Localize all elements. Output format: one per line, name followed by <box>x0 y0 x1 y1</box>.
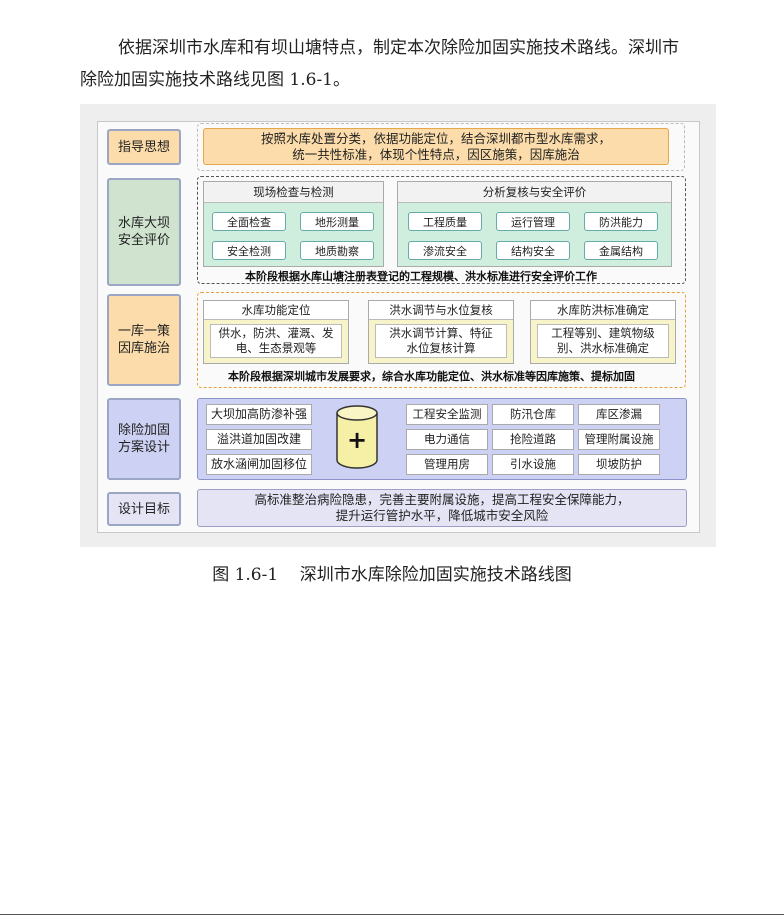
safety-group-analysis-title: 分析复核与安全评价 <box>398 182 671 203</box>
policy-box-title: 水库防洪标准确定 <box>531 301 675 320</box>
design-grid-item: 工程安全监测 <box>406 404 488 425</box>
safety-item: 安全检测 <box>212 241 286 260</box>
target-label: 设计目标 <box>107 492 181 526</box>
safety-note: 本阶段根据水库山塘注册表登记的工程规模、洪水标准进行安全评价工作 <box>245 270 597 283</box>
guiding-dash-frame <box>197 123 685 171</box>
policy-box-line: 别、洪水标准确定 <box>557 341 649 355</box>
design-grid-item: 管理附属设施 <box>578 429 660 450</box>
safety-group-inspection: 现场检查与检测 全面检查 地形测量 安全检测 地质勘察 <box>203 181 384 267</box>
target-text-2: 提升运行管护水平，降低城市安全风险 <box>335 508 549 523</box>
design-left-item: 放水涵闸加固移位 <box>206 454 312 475</box>
design-grid-item: 库区渗漏 <box>578 404 660 425</box>
figure-caption: 图 1.6-1 深圳市水库除险加固实施技术路线图 <box>212 565 572 585</box>
policy-label: 一库一策 因库施治 <box>107 294 181 386</box>
target-text-1: 高标准整治病险隐患，完善主要附属设施，提高工程安全保障能力， <box>254 492 630 507</box>
design-left-item: 溢洪道加固改建 <box>206 429 312 450</box>
policy-label-line1: 一库一策 <box>117 324 170 339</box>
policy-box-flood: 洪水调节与水位复核 洪水调节计算、特征 水位复核计算 <box>368 300 514 364</box>
design-grid-item: 引水设施 <box>492 454 574 475</box>
policy-box-title: 水库功能定位 <box>204 301 348 320</box>
policy-box-line: 供水，防洪、灌溉、发 <box>218 326 334 340</box>
intro-paragraph: 依据深圳市水库和有坝山塘特点，制定本次除险加固实施技术路线。深圳市 除险加固实施… <box>80 32 720 96</box>
guiding-text-2: 统一共性标准，体现个性特点，因区施策，因库施治 <box>292 146 580 162</box>
guiding-text-1: 按照水库处置分类，依据功能定位，结合深圳都市型水库需求， <box>260 130 611 146</box>
design-label: 除险加固 方案设计 <box>107 398 181 480</box>
design-grid-item: 抢险道路 <box>492 429 574 450</box>
design-grid-item: 坝坡防护 <box>578 454 660 475</box>
policy-box-standard: 水库防洪标准确定 工程等别、建筑物级 别、洪水标准确定 <box>530 300 676 364</box>
safety-label: 水库大坝 安全评价 <box>107 178 181 286</box>
policy-box-content: 洪水调节计算、特征 水位复核计算 <box>375 324 507 358</box>
safety-group-analysis: 分析复核与安全评价 工程质量 运行管理 防洪能力 渗流安全 结构安全 金属结构 <box>397 181 672 267</box>
safety-label-line1: 水库大坝 <box>117 216 170 231</box>
design-grid-item: 防汛仓库 <box>492 404 574 425</box>
guiding-content: 按照水库处置分类，依据功能定位，结合深圳都市型水库需求， 统一共性标准，体现个性… <box>203 128 669 165</box>
policy-box-title: 洪水调节与水位复核 <box>369 301 513 320</box>
safety-item: 防洪能力 <box>584 212 658 231</box>
design-grid-item: 电力通信 <box>406 429 488 450</box>
safety-item: 全面检查 <box>212 212 286 231</box>
intro-line-1: 依据深圳市水库和有坝山塘特点，制定本次除险加固实施技术路线。深圳市 <box>118 38 679 58</box>
policy-box-line: 水位复核计算 <box>406 341 476 355</box>
design-left-item: 大坝加高防渗补强 <box>206 404 312 425</box>
design-label-line1: 除险加固 <box>117 423 170 438</box>
design-label-line2: 方案设计 <box>117 440 170 455</box>
design-grid-item: 管理用房 <box>406 454 488 475</box>
safety-item: 地质勘察 <box>300 241 374 260</box>
safety-item: 金属结构 <box>584 241 658 260</box>
policy-note: 本阶段根据深圳城市发展要求，综合水库功能定位、洪水标准等因库施策、提标加固 <box>228 370 635 383</box>
policy-box-line: 工程等别、建筑物级 <box>551 326 655 340</box>
policy-box-line: 洪水调节计算、特征 <box>389 326 493 340</box>
plus-sign: + <box>346 426 368 454</box>
safety-dash-frame <box>197 176 686 284</box>
policy-label-line2: 因库施治 <box>117 341 170 356</box>
safety-item: 渗流安全 <box>408 241 482 260</box>
page-bottom-rule <box>0 914 784 915</box>
technical-route-diagram: 指导思想 按照水库处置分类，依据功能定位，结合深圳都市型水库需求， 统一共性标准… <box>80 104 716 547</box>
intro-line-2: 除险加固实施技术路线见图 1.6-1。 <box>80 70 350 90</box>
safety-item: 结构安全 <box>496 241 570 260</box>
policy-box-content: 供水，防洪、灌溉、发 电、生态景观等 <box>210 324 342 358</box>
guiding-label: 指导思想 <box>107 129 181 165</box>
safety-group-inspection-title: 现场检查与检测 <box>204 182 383 203</box>
cylinder-plus-icon <box>336 405 378 469</box>
policy-box-function: 水库功能定位 供水，防洪、灌溉、发 电、生态景观等 <box>203 300 349 364</box>
safety-item: 地形测量 <box>300 212 374 231</box>
target-content: 高标准整治病险隐患，完善主要附属设施，提高工程安全保障能力， 提升运行管护水平，… <box>197 489 687 527</box>
policy-box-line: 电、生态景观等 <box>235 341 317 355</box>
policy-dash-frame <box>197 292 686 388</box>
safety-item: 运行管理 <box>496 212 570 231</box>
policy-box-content: 工程等别、建筑物级 别、洪水标准确定 <box>537 324 669 358</box>
safety-item: 工程质量 <box>408 212 482 231</box>
safety-label-line2: 安全评价 <box>117 233 170 248</box>
